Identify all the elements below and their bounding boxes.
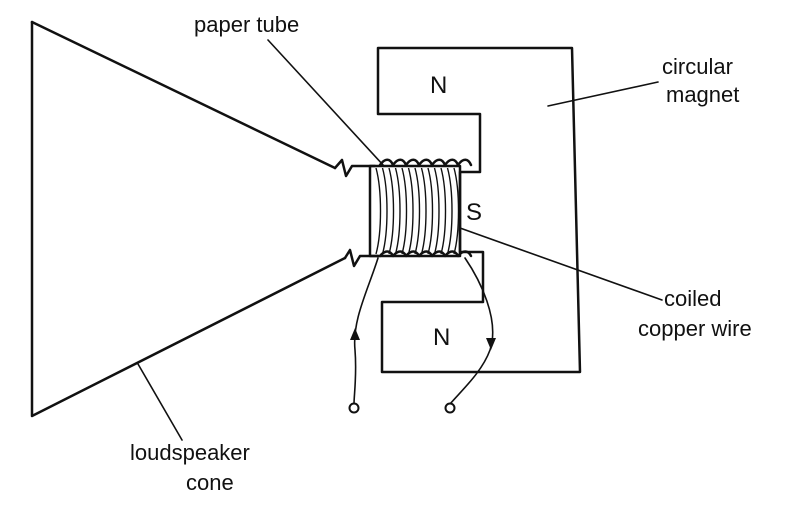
coil-turn bbox=[427, 167, 434, 255]
terminal-left bbox=[348, 402, 360, 414]
coil-turn bbox=[375, 167, 382, 255]
loudspeaker-cone bbox=[30, 20, 380, 418]
leader-coiled-copper-wire bbox=[459, 227, 663, 301]
label-circular-magnet-line2: magnet bbox=[666, 82, 739, 107]
leader-loudspeaker-cone bbox=[137, 363, 183, 441]
coil-turn bbox=[453, 167, 460, 255]
terminal-right bbox=[444, 402, 456, 414]
label-loudspeaker-cone-line1: loudspeaker bbox=[130, 440, 250, 465]
coil-turn bbox=[381, 167, 388, 255]
label-coiled-copper-wire-line1: coiled bbox=[664, 286, 721, 311]
coiled-copper-wire bbox=[375, 158, 473, 258]
coil-turn bbox=[440, 167, 447, 255]
label-loudspeaker-cone-line2: cone bbox=[186, 470, 234, 495]
coil-turn bbox=[388, 167, 395, 255]
circular-magnet bbox=[376, 46, 582, 374]
coil-turn bbox=[394, 167, 401, 255]
label-coiled-copper-wire-line2: copper wire bbox=[638, 316, 752, 341]
coil-turn bbox=[446, 167, 453, 255]
current-arrow-right bbox=[486, 338, 496, 350]
paper-tube bbox=[368, 164, 462, 258]
coil-turn bbox=[414, 167, 421, 255]
coil-turn bbox=[433, 167, 440, 255]
label-circular-magnet-line1: circular bbox=[662, 54, 733, 79]
leader-paper-tube bbox=[267, 39, 385, 167]
leader-circular-magnet bbox=[547, 81, 659, 107]
pole-label-south: S bbox=[466, 199, 482, 226]
label-paper-tube: paper tube bbox=[194, 12, 299, 37]
coil-turn bbox=[420, 167, 427, 255]
leader-lines bbox=[137, 39, 663, 441]
lead-wires bbox=[348, 257, 496, 414]
pole-label-north-top: N bbox=[430, 72, 447, 99]
coil-turn bbox=[401, 167, 408, 255]
coil-turn bbox=[407, 167, 414, 255]
current-arrow-left bbox=[350, 328, 360, 340]
pole-label-north-bottom: N bbox=[433, 324, 450, 351]
